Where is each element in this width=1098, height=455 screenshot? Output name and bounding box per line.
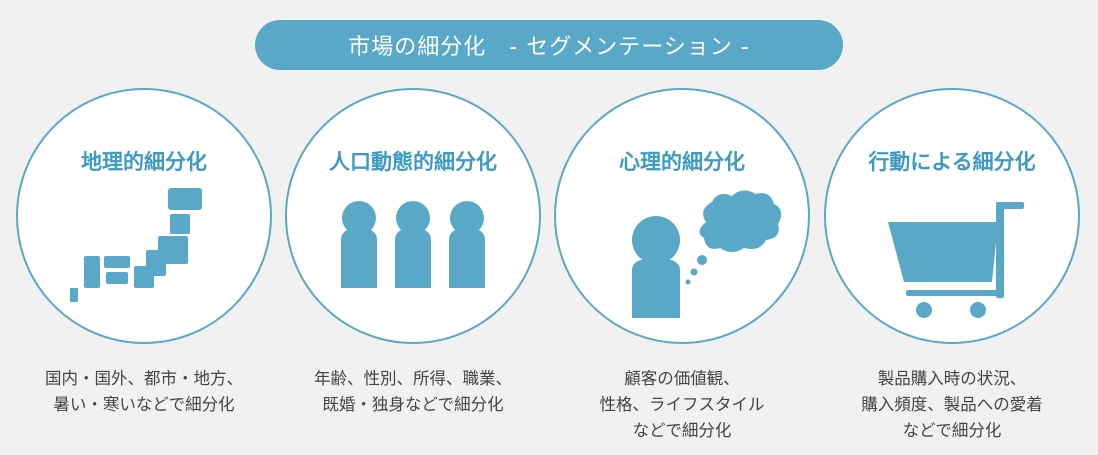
- thinking-person-icon: [632, 190, 782, 318]
- segment-geographic-circle: 地理的細分化: [16, 88, 272, 344]
- japan-map-icon: [70, 188, 202, 302]
- segment-behavioral-description: 製品購入時の状況、 購入頻度、製品への愛着 などで細分化: [861, 369, 1043, 440]
- people-icon: [341, 201, 485, 288]
- page-title-banner: 市場の細分化 - セグメンテーション -: [255, 20, 843, 70]
- segment-geographic-description: 国内・国外、都市・地方、 暑い・寒いなどで細分化: [45, 369, 243, 414]
- segment-title: 人口動態的細分化: [329, 150, 497, 174]
- page-title: 市場の細分化 - セグメンテーション -: [348, 35, 750, 60]
- segment-title: 地理的細分化: [81, 150, 207, 174]
- segment-psychographic-circle: 心理的細分化: [554, 88, 810, 344]
- segment-title: 心理的細分化: [619, 150, 745, 174]
- shopping-cart-icon: [888, 202, 1024, 318]
- segment-behavioral-circle: 行動による細分化: [824, 88, 1080, 344]
- segment-demographic-circle: 人口動態的細分化: [285, 88, 541, 344]
- segment-psychographic-description: 顧客の価値観、 性格、ライフスタイル などで細分化: [599, 369, 765, 440]
- segment-demographic-description: 年齢、性別、所得、職業、 既婚・独身などで細分化: [314, 369, 512, 414]
- segment-title: 行動による細分化: [868, 150, 1036, 174]
